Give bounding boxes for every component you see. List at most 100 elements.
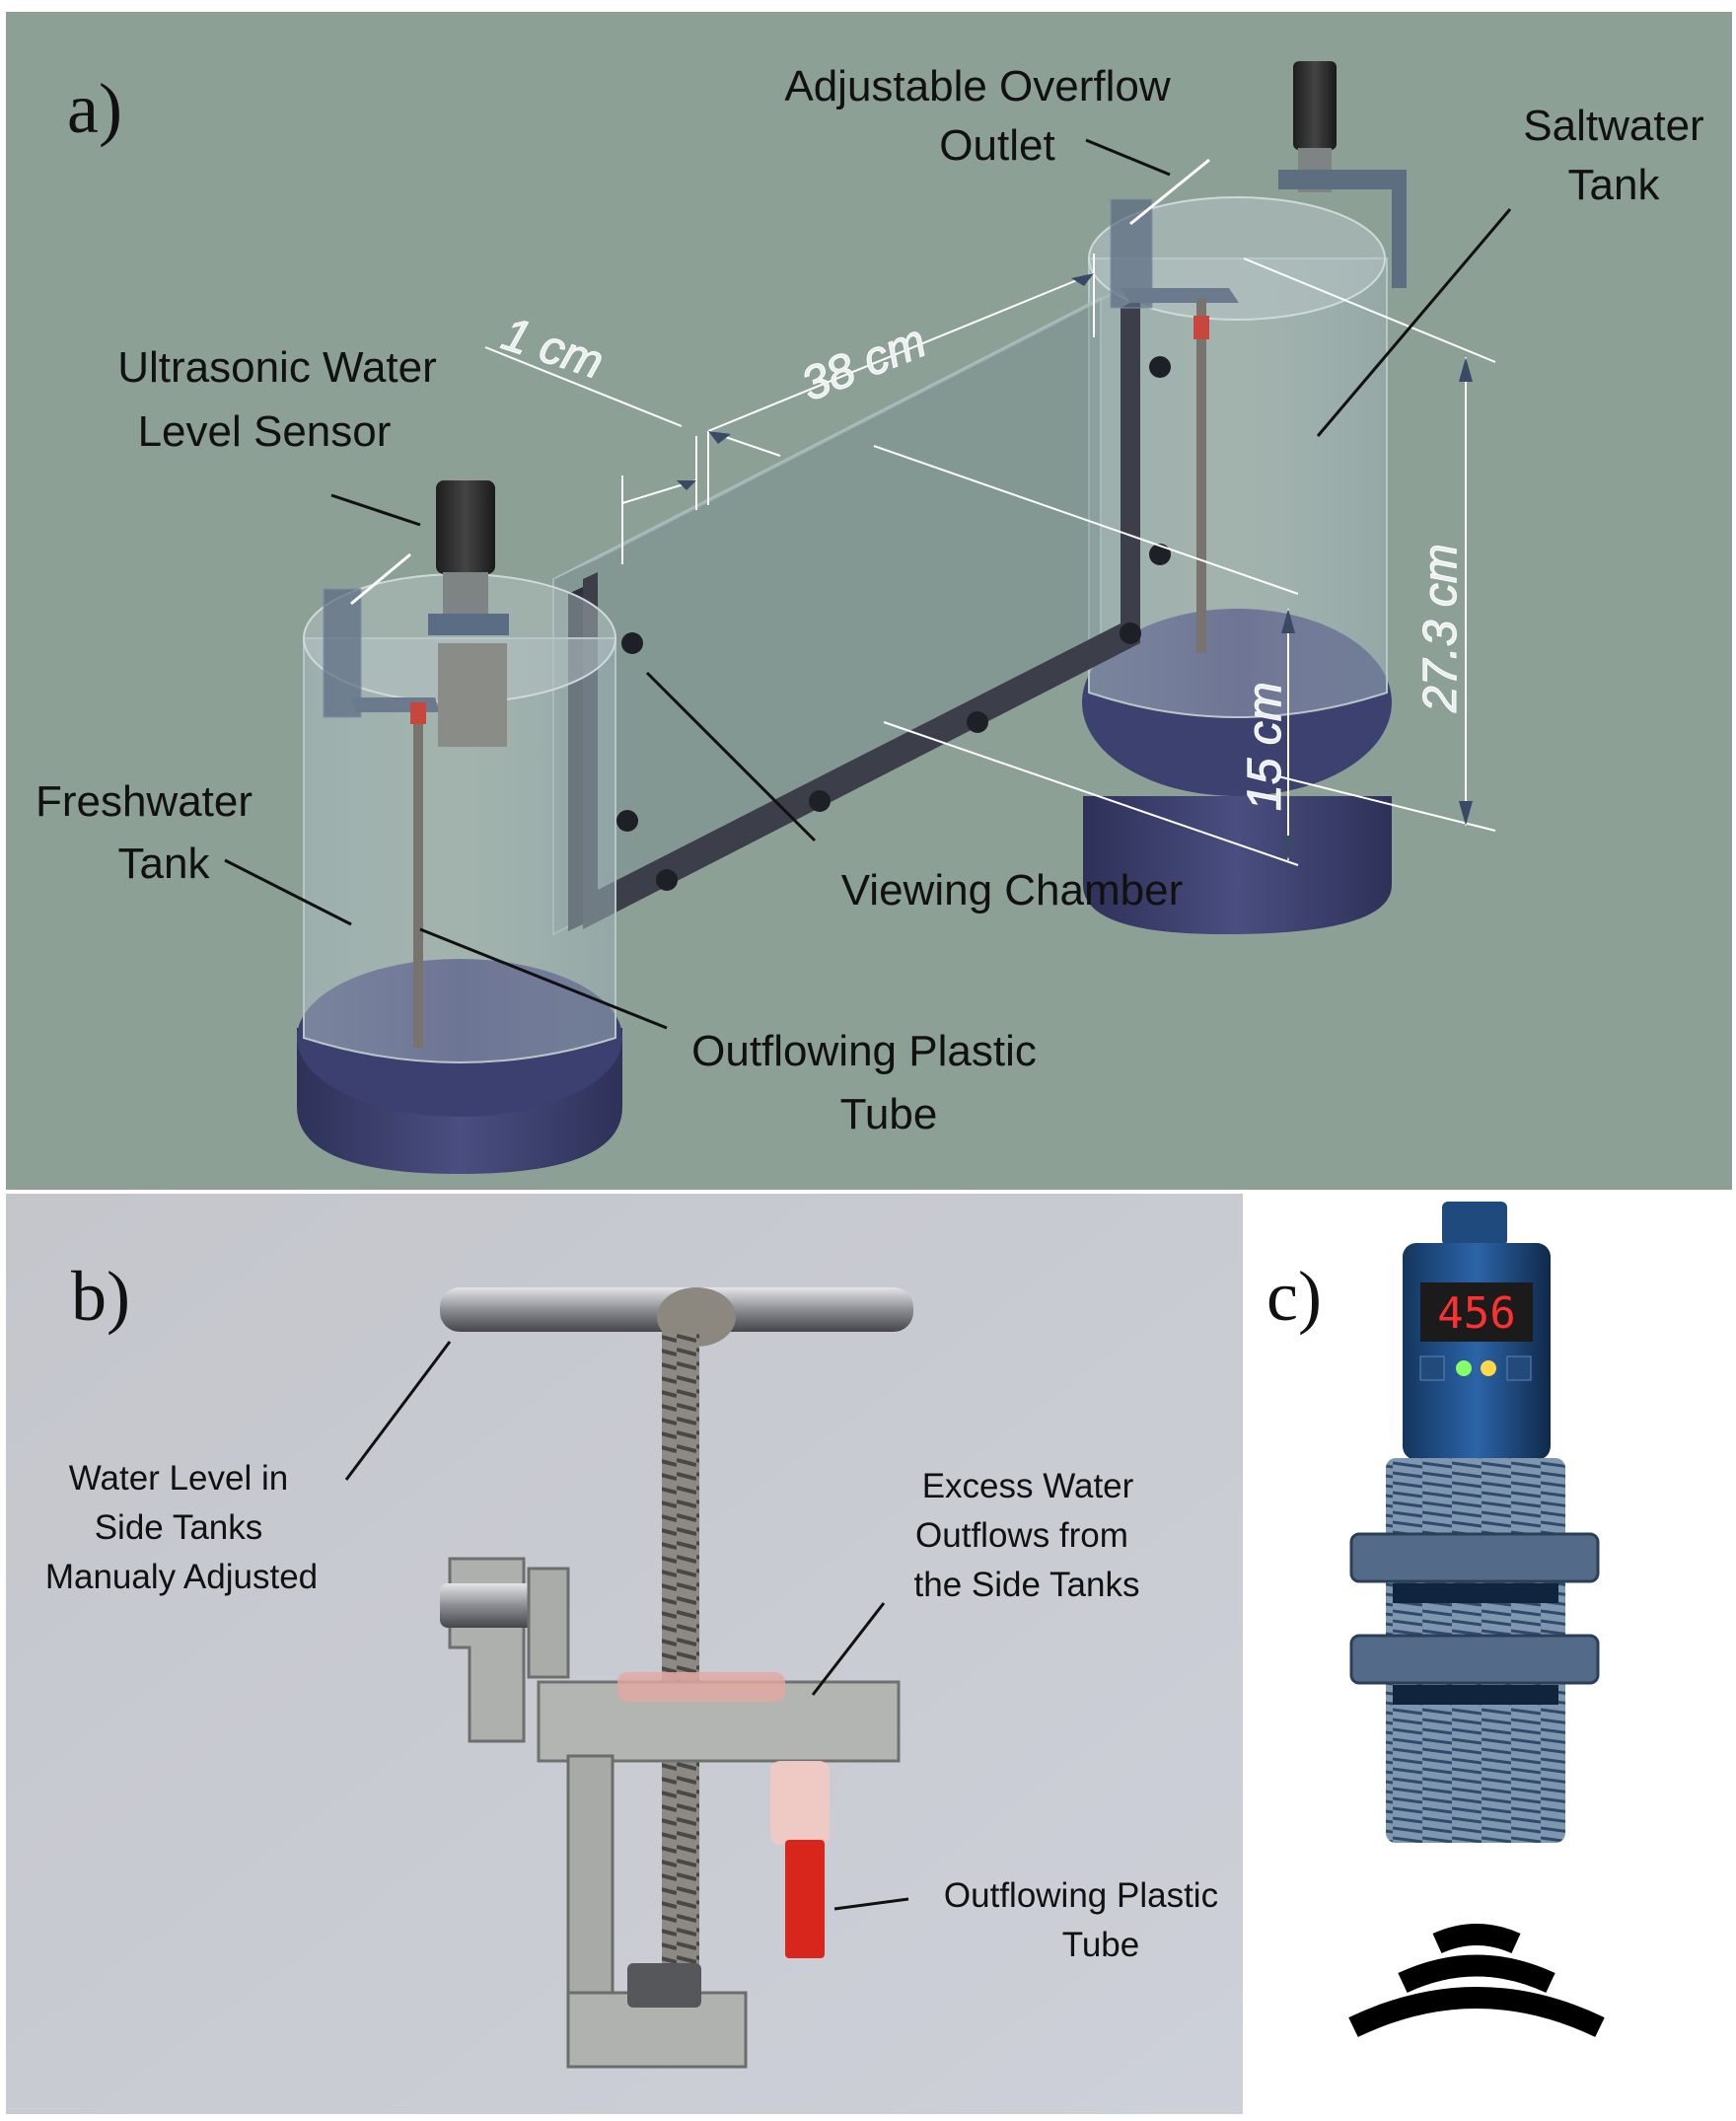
sensor-head	[1293, 61, 1337, 150]
wave-arc-small	[1432, 1924, 1521, 1954]
dim-label-tank-height: 27.3 cm	[1414, 544, 1467, 713]
dim-label-chamber-height: 15 cm	[1239, 682, 1291, 811]
label-excess-1: Excess Water	[922, 1467, 1134, 1505]
panel-b-photo: b) Water Level in Side Tanks Manualy Adj…	[6, 1194, 1243, 2114]
white-leader-ticks	[350, 158, 1210, 606]
red-tube	[785, 1840, 825, 1958]
leader-saltwater	[1316, 208, 1512, 437]
label-overflow-2: Outlet	[939, 121, 1054, 170]
dim-label-gap: 1 cm	[496, 308, 610, 390]
arrow-head	[677, 480, 696, 490]
leader-freshwater	[224, 858, 352, 926]
saltwater-tank-base	[1083, 796, 1392, 934]
sensor-button	[1419, 1355, 1445, 1381]
sensor-lock-nut	[1349, 1532, 1600, 1583]
sensor-head	[436, 480, 495, 574]
sensor-bracket	[1278, 170, 1407, 288]
leader-level	[344, 1341, 452, 1481]
tick-overflow	[1129, 158, 1210, 226]
tick-sensor	[350, 552, 411, 606]
leader-tube-b	[833, 1897, 909, 1911]
outlet-clamp	[323, 588, 362, 718]
sensor-nut-gap	[1393, 1583, 1558, 1603]
dim-ext-tank-bottom	[1277, 775, 1496, 832]
clamp-upright	[527, 1567, 570, 1679]
bolt	[1149, 356, 1171, 378]
leader-excess	[811, 1602, 886, 1696]
label-overflow-1: Adjustable Overflow	[784, 62, 1171, 110]
dim-ext-chamber-top	[873, 445, 1299, 595]
label-saltwater-1: Saltwater	[1523, 102, 1703, 150]
label-tube-b-1: Outflowing Plastic	[944, 1876, 1218, 1915]
sensor-housing	[1403, 1243, 1551, 1460]
arrow-head	[1071, 273, 1094, 286]
freshwater-tank-cylinder	[303, 637, 616, 1063]
bolt	[1120, 622, 1141, 644]
dim-line-38cm	[707, 272, 1095, 432]
saltwater-overflow-outlet	[1110, 198, 1239, 653]
panel-b-svg: b) Water Level in Side Tanks Manualy Adj…	[6, 1194, 1243, 2114]
bolt	[1149, 544, 1171, 565]
dim-leader-1cm	[484, 346, 683, 427]
freshwater-overflow-outlet	[323, 588, 440, 1048]
outflow-tube-red-tip	[410, 702, 426, 724]
saltwater-sensor	[1278, 61, 1407, 288]
bolt	[656, 869, 678, 891]
viewing-chamber-top	[553, 278, 1145, 579]
bolt	[621, 632, 643, 654]
outflow-tube-red-tip	[1194, 316, 1209, 339]
wave-arc-medium	[1398, 1954, 1555, 1994]
bolt	[967, 711, 988, 733]
dim-ext-chamber-bottom	[883, 721, 1299, 866]
leader-lines	[224, 138, 1512, 1030]
label-level-1: Water Level in	[69, 1459, 288, 1498]
sensor-lock-nut	[1349, 1634, 1600, 1685]
sensor-led-yellow	[1481, 1360, 1496, 1376]
freshwater-tank	[297, 573, 622, 1174]
label-sensor-2: Level Sensor	[138, 407, 392, 456]
panel-letter-b: b)	[71, 1257, 130, 1336]
label-viewing-chamber: Viewing Chamber	[841, 866, 1183, 914]
sensor-display	[1420, 1282, 1533, 1342]
label-tube-2: Tube	[840, 1090, 938, 1138]
dimension-lines	[484, 254, 1496, 866]
label-level-3: Manualy Adjusted	[45, 1558, 318, 1596]
bolt	[616, 810, 638, 832]
label-saltwater-2: Tank	[1568, 161, 1661, 209]
arrow-head	[1281, 836, 1295, 860]
leader-overflow	[1085, 138, 1171, 177]
label-tube-b-2: Tube	[1062, 1926, 1139, 1964]
sensor-led-green	[1456, 1360, 1472, 1376]
panel-letter-c: c)	[1266, 1257, 1322, 1336]
wave-arc-large	[1348, 1987, 1605, 2037]
sensor-mount-block	[438, 643, 507, 747]
outlet-plate	[1121, 288, 1239, 303]
panel-b-leader-lines	[344, 1341, 909, 1911]
sensor-nut-gap	[1393, 1685, 1558, 1705]
panel-c-svg: c) 456	[1245, 1194, 1732, 2114]
sensor-display-value: 456	[1437, 1288, 1515, 1339]
outlet-plate	[351, 697, 440, 712]
label-tube-1: Outflowing Plastic	[691, 1027, 1037, 1075]
dim-ext-tank-top	[1243, 257, 1496, 363]
label-excess-3: the Side Tanks	[914, 1566, 1140, 1604]
sensor-bracket	[428, 614, 509, 635]
leader-viewing	[645, 671, 817, 842]
hex-nut	[627, 1963, 701, 2008]
panel-c-sensor: c) 456	[1245, 1194, 1732, 2114]
sealant	[617, 1672, 785, 1702]
freshwater-sensor	[428, 480, 509, 747]
arrow-head	[1459, 801, 1473, 826]
panel-b-labels: Water Level in Side Tanks Manualy Adjust…	[45, 1459, 1218, 1964]
clamp-bolt	[440, 1583, 548, 1628]
panel-b-background	[6, 1194, 1243, 2114]
panel-letter-a: a)	[67, 69, 122, 148]
leader-tube	[419, 927, 668, 1030]
outflow-tube-right	[1196, 298, 1206, 653]
arrow-head	[1459, 357, 1473, 382]
dimension-arrows	[677, 273, 1473, 860]
bolt	[809, 790, 831, 812]
sensor-connector	[1442, 1202, 1507, 1246]
ultrasonic-waves-icon	[1348, 1924, 1605, 2037]
label-sensor-1: Ultrasonic Water	[117, 343, 437, 392]
